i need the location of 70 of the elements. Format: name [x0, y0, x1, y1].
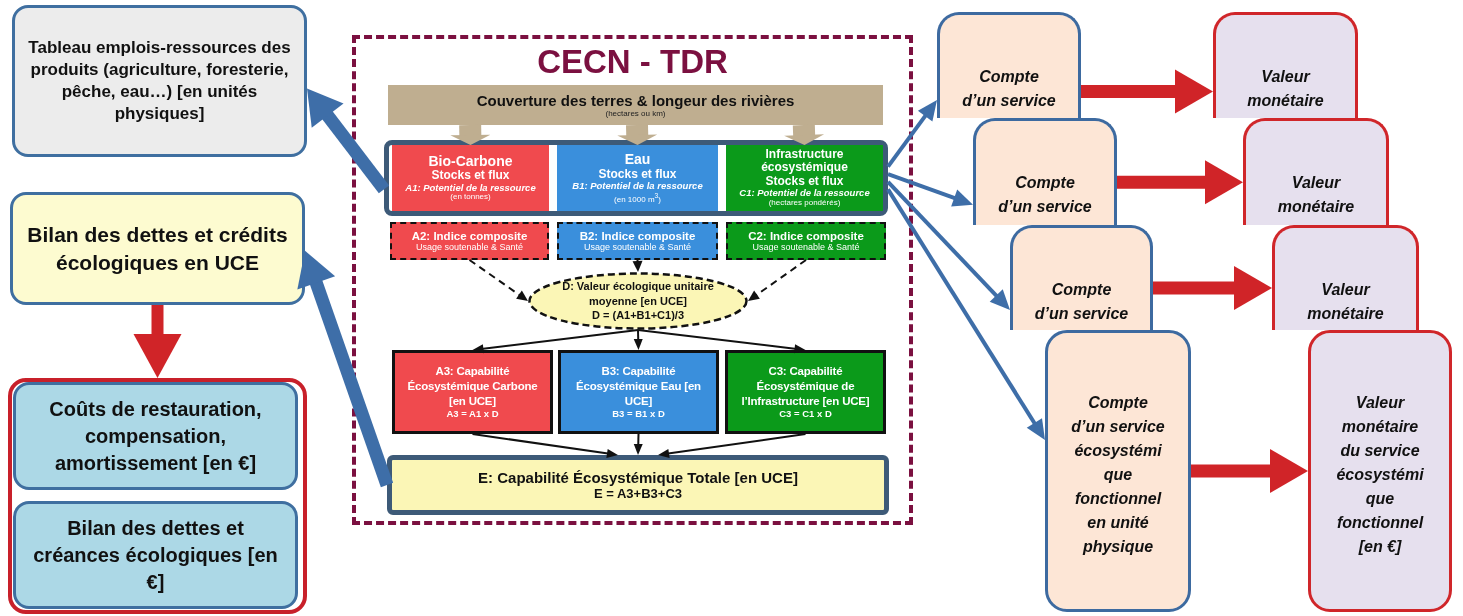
group-frame — [8, 378, 307, 614]
account-box — [557, 145, 718, 211]
subtitle-text: Usage soutenable & Santé — [415, 242, 524, 253]
unit-text: (en 1000 m$^{3}$) — [614, 191, 661, 205]
account-card — [973, 118, 1117, 225]
label-text: C3: Capabilité Écosystémique de l’Infrastructure [en UCE] — [740, 364, 871, 410]
index-box — [726, 222, 886, 260]
capability-box — [725, 350, 886, 434]
account-box — [726, 145, 883, 211]
resource-text: B1: Potentiel de la ressource — [572, 180, 703, 192]
total-box — [387, 455, 889, 515]
label-text: A2: Indice composite — [411, 229, 528, 243]
card-text: Compte d’un service — [1034, 280, 1129, 324]
subtitle-text: Usage soutenable & Santé — [583, 242, 692, 253]
label-text: Couverture des terres & longeur des rivières — [476, 92, 795, 109]
unit-text: (hectares ou km) — [605, 109, 666, 118]
label-text: Stocks et flux — [598, 167, 677, 181]
value-card — [1243, 118, 1389, 225]
source-box — [12, 5, 307, 157]
label-text: D = (A1+B1+C1)/3 — [592, 308, 684, 324]
label-text: B3: Capabilité Écosystémique Eau [en UCE] — [575, 364, 702, 410]
index-box — [557, 222, 718, 260]
card-text: Valeur monétaire — [1246, 67, 1325, 111]
formula-text: A3 = A1 x D — [446, 409, 499, 420]
label-text: Stocks et flux — [765, 174, 844, 189]
label-text: Coûts de restauration, compensation, amortissement [en €] — [48, 396, 263, 476]
account-card — [937, 12, 1081, 118]
label-text: Infrastructure écosystémique — [760, 148, 849, 175]
card-text: Valeur monétaire — [1306, 280, 1385, 324]
capability-box — [392, 350, 553, 434]
account-box — [392, 145, 549, 211]
label-text: Stocks et flux — [431, 169, 510, 183]
label-text: A3: Capabilité Écosystémique Carbone [en UCE] — [406, 364, 539, 410]
balance-box — [13, 501, 298, 609]
balance-box — [10, 192, 305, 305]
unit-text: (en tonnes) — [450, 193, 491, 203]
dashed-frame — [352, 35, 913, 525]
card-text: Compte d’un service — [961, 67, 1057, 111]
formula-text: B3 = B1 x D — [612, 409, 665, 420]
capability-box — [558, 350, 719, 434]
label-text: Bio-Carbone — [428, 153, 513, 170]
value-card — [1213, 12, 1358, 118]
account-card — [1010, 225, 1153, 330]
account-card — [1045, 330, 1191, 612]
value-card — [1308, 330, 1452, 612]
label-text: Bilan des dettes et créances écologiques [en €] — [32, 515, 279, 595]
input-band — [388, 85, 883, 125]
resource-text: C1: Potentiel de la ressource — [739, 188, 870, 199]
label-text: Eau — [624, 151, 651, 168]
card-text: Valeur monétaire — [1276, 173, 1356, 217]
index-box — [390, 222, 549, 260]
subtitle-text: Usage soutenable & Santé — [752, 242, 860, 253]
label-text: Tableau emplois-ressources des produits (agriculture, foresterie, pêche, eau…) [en unités physiques] — [27, 37, 292, 125]
label-text: D: Valeur écologique unitaire moyenne [en UCE] — [561, 278, 715, 309]
card-text: Compte d’un service — [997, 173, 1093, 217]
unit-text: (hectares pondérés) — [768, 199, 841, 208]
label-text: Bilan des dettes et crédits écologiques en UCE — [26, 221, 289, 276]
value-card — [1272, 225, 1419, 330]
card-text: Compte d’un service écosystémi que fonctionnel en unité physique — [1070, 393, 1166, 557]
group-frame — [384, 140, 888, 216]
cost-box — [13, 382, 298, 490]
resource-text: A1: Potentiel de la ressource — [405, 182, 536, 194]
label-text: C2: Indice composite — [748, 229, 864, 243]
formula-text: C3 = C1 x D — [779, 409, 832, 420]
formula-text: E = A3+B3+C3 — [593, 486, 682, 501]
card-text: Valeur monétaire du service écosystémi que fonctionnel [en €] — [1335, 393, 1425, 557]
formula-ellipse — [528, 272, 748, 330]
label-text: E: Capabilité Écosystémique Totale [en UCE] — [478, 469, 798, 486]
label-text: B2: Indice composite — [579, 229, 696, 243]
frame-title: CECN - TDR — [537, 43, 728, 81]
